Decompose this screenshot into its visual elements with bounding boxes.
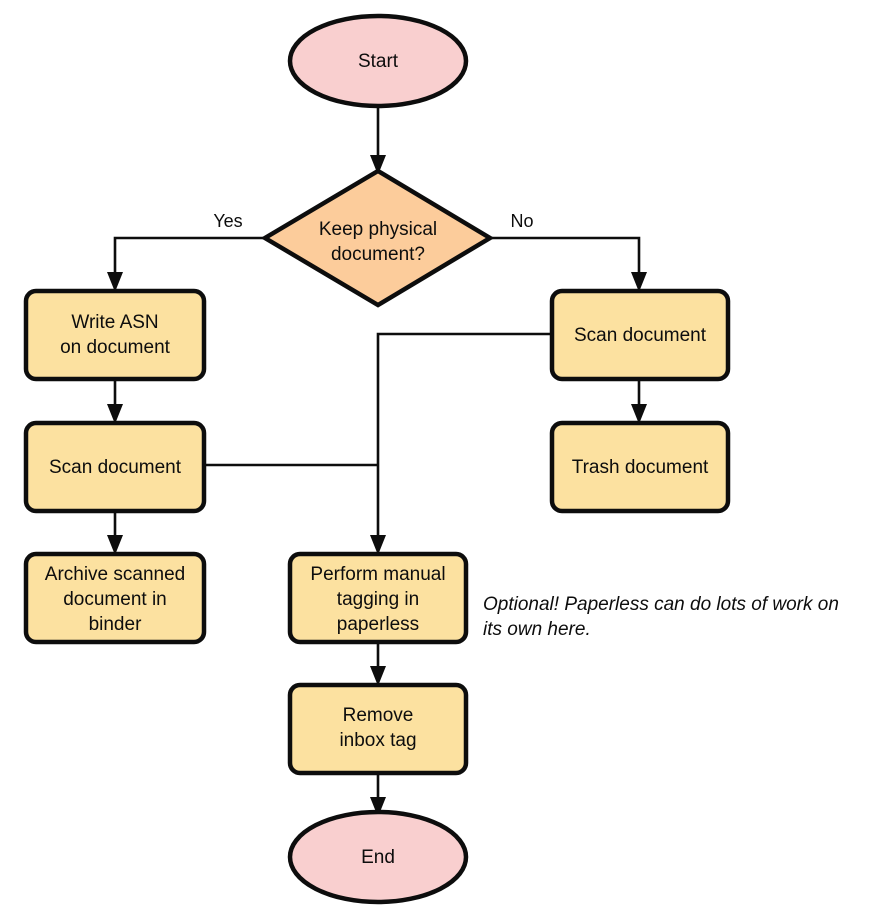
node-scan-document-right-label: Scan document — [574, 325, 707, 346]
node-decision-label-line2: document? — [331, 244, 425, 265]
node-keep-physical-document-decision[interactable]: Keep physical document? — [260, 168, 495, 308]
arrowhead-icon — [370, 666, 386, 686]
node-archive-label-line1: Archive scanned — [45, 564, 185, 585]
edge-label-yes: Yes — [213, 211, 242, 231]
connector-tagging-to-remove-inbox — [370, 642, 386, 686]
node-tagging-label-line1: Perform manual — [310, 564, 445, 585]
annotation-note-line1: Optional! Paperless can do lots of work … — [483, 594, 839, 615]
start-ellipse-shape — [287, 13, 469, 109]
arrowhead-icon — [631, 272, 647, 292]
node-perform-manual-tagging[interactable]: Perform manual tagging in paperless — [287, 551, 469, 645]
connector-remove-inbox-to-end — [370, 773, 386, 817]
connector-decision-no-to-scan-right — [490, 236, 647, 292]
node-write-asn-label-line1: Write ASN — [71, 312, 158, 333]
scan-document-right-rect-shape — [549, 288, 731, 382]
tagging-rect-shape — [287, 551, 469, 645]
node-trash-document[interactable]: Trash document — [549, 420, 731, 514]
annotation-note-line2: its own here. — [483, 619, 591, 640]
write-asn-rect-shape — [23, 288, 207, 382]
node-decision-label-line1: Keep physical — [319, 219, 437, 240]
node-scan-document-left-label: Scan document — [49, 457, 182, 478]
node-scan-document-right[interactable]: Scan document — [549, 288, 731, 382]
decision-diamond-shape — [260, 168, 495, 308]
node-archive-scanned-document-in-binder[interactable]: Archive scanned document in binder — [23, 551, 207, 645]
node-end[interactable]: End — [287, 809, 469, 905]
node-scan-document-left[interactable]: Scan document — [23, 420, 207, 514]
connector-scan-left-to-archive — [107, 511, 123, 555]
node-tagging-label-line3: paperless — [337, 614, 419, 635]
connector-decision-yes-to-write-asn — [107, 236, 265, 292]
arrowhead-icon — [107, 535, 123, 555]
end-ellipse-shape — [287, 809, 469, 905]
node-remove-inbox-label-line1: Remove — [343, 705, 414, 726]
edge-label-no: No — [510, 211, 533, 231]
arrowhead-icon — [370, 535, 386, 555]
node-archive-label-line2: document in — [63, 589, 167, 610]
node-remove-inbox-tag[interactable]: Remove inbox tag — [287, 682, 469, 776]
arrowhead-icon — [107, 404, 123, 424]
node-tagging-label-line2: tagging in — [337, 589, 419, 610]
arrowhead-icon — [370, 797, 386, 817]
node-start-label: Start — [358, 51, 399, 72]
connector-scan-right-to-trash — [631, 379, 647, 424]
arrowhead-icon — [107, 272, 123, 292]
archive-rect-shape — [23, 551, 207, 645]
node-end-label: End — [361, 847, 395, 868]
remove-inbox-tag-rect-shape — [287, 682, 469, 776]
node-write-asn-on-document[interactable]: Write ASN on document — [23, 288, 207, 382]
connector-start-to-decision — [370, 104, 386, 175]
arrowhead-icon — [370, 155, 386, 175]
trash-document-rect-shape — [549, 420, 731, 514]
connector-write-asn-to-scan-left — [107, 379, 123, 424]
annotation-note: Optional! Paperless can do lots of work … — [483, 594, 839, 640]
node-write-asn-label-line2: on document — [60, 337, 171, 358]
node-start[interactable]: Start — [287, 13, 469, 109]
node-remove-inbox-label-line2: inbox tag — [339, 730, 416, 751]
connector-scan-right-to-tagging — [370, 332, 552, 555]
arrowhead-icon — [631, 404, 647, 424]
node-archive-label-line3: binder — [89, 614, 142, 635]
scan-document-left-rect-shape — [23, 420, 207, 514]
node-trash-document-label: Trash document — [572, 457, 709, 478]
